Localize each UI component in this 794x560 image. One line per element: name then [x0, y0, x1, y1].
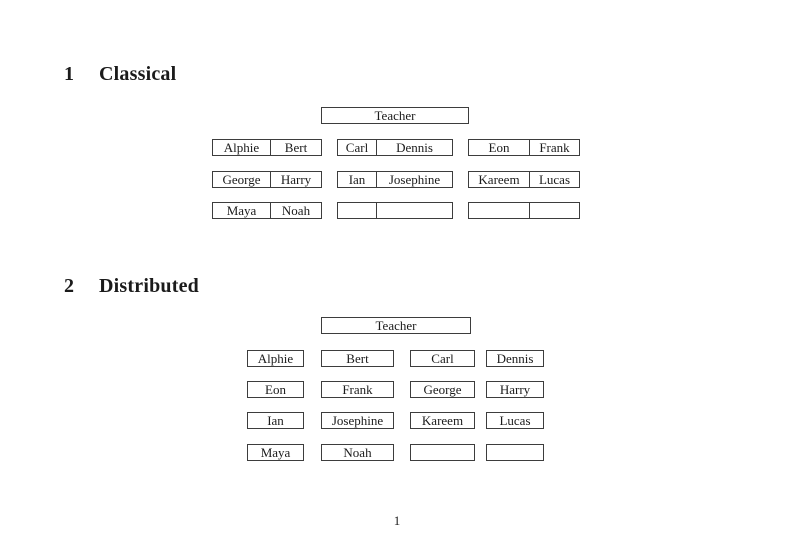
desk: Eon — [247, 381, 304, 398]
desk: Frank — [321, 381, 394, 398]
section-title: Distributed — [99, 275, 199, 297]
seat: Dennis — [496, 351, 534, 366]
desk: Bert — [321, 350, 394, 367]
teacher-box: Teacher — [321, 317, 471, 334]
seat: Ian — [267, 413, 284, 428]
seat: Frank — [342, 382, 373, 397]
seat: Ian — [348, 172, 366, 187]
desk: Maya — [247, 444, 304, 461]
seat: George — [222, 172, 261, 187]
section-title: Classical — [99, 63, 177, 85]
section-heading-distributed: 2 Distributed — [64, 275, 199, 297]
desk: Alphie Bert — [212, 139, 322, 156]
seat: Eon — [488, 140, 510, 155]
seat-empty — [411, 445, 474, 460]
desk: Eon Frank — [468, 139, 580, 156]
seat: Carl — [431, 351, 454, 366]
desk: Lucas — [486, 412, 544, 429]
seat: Frank — [529, 140, 579, 155]
seat: Lucas — [529, 172, 579, 187]
seat-empty — [469, 203, 529, 218]
desk: Ian Josephine — [337, 171, 453, 188]
seat: Kareem — [478, 172, 520, 187]
seat: Dennis — [376, 140, 452, 155]
desk: Noah — [321, 444, 394, 461]
desk: George — [410, 381, 475, 398]
seat: Noah — [343, 445, 372, 460]
teacher-label: Teacher — [375, 318, 417, 333]
seat: Harry — [270, 172, 321, 187]
seat: Lucas — [499, 413, 531, 428]
desk: Carl Dennis — [337, 139, 453, 156]
page-number: 1 — [393, 513, 401, 528]
desk: Alphie — [247, 350, 304, 367]
seat: George — [423, 382, 462, 397]
seat: Kareem — [421, 413, 464, 428]
desk: Kareem — [410, 412, 475, 429]
desk-empty — [486, 444, 544, 461]
desk: Maya Noah — [212, 202, 322, 219]
desk-empty — [468, 202, 580, 219]
desk: Ian — [247, 412, 304, 429]
desk: Kareem Lucas — [468, 171, 580, 188]
section-number: 1 — [64, 63, 75, 85]
seat: Carl — [345, 140, 369, 155]
desk-empty — [337, 202, 453, 219]
seat: Noah — [270, 203, 321, 218]
seat: Josephine — [331, 413, 384, 428]
desk: Josephine — [321, 412, 394, 429]
section-heading-classical: 1 Classical — [64, 63, 176, 85]
seat: Alphie — [257, 351, 294, 366]
section-number: 2 — [64, 275, 75, 297]
desk: Dennis — [486, 350, 544, 367]
seat: Bert — [270, 140, 321, 155]
seat-empty — [487, 445, 543, 460]
seat: Alphie — [223, 140, 260, 155]
seat: Eon — [265, 382, 286, 397]
seat: Harry — [499, 382, 531, 397]
seat: Maya — [260, 445, 291, 460]
seat: Maya — [226, 203, 257, 218]
desk-empty — [410, 444, 475, 461]
desk: Harry — [486, 381, 544, 398]
desk: George Harry — [212, 171, 322, 188]
seat-empty — [338, 203, 376, 218]
seat-empty — [529, 203, 579, 218]
desk: Carl — [410, 350, 475, 367]
teacher-box: Teacher — [321, 107, 469, 124]
seat-empty — [376, 203, 452, 218]
seat: Bert — [346, 351, 369, 366]
seat: Josephine — [376, 172, 452, 187]
teacher-label: Teacher — [374, 108, 416, 123]
